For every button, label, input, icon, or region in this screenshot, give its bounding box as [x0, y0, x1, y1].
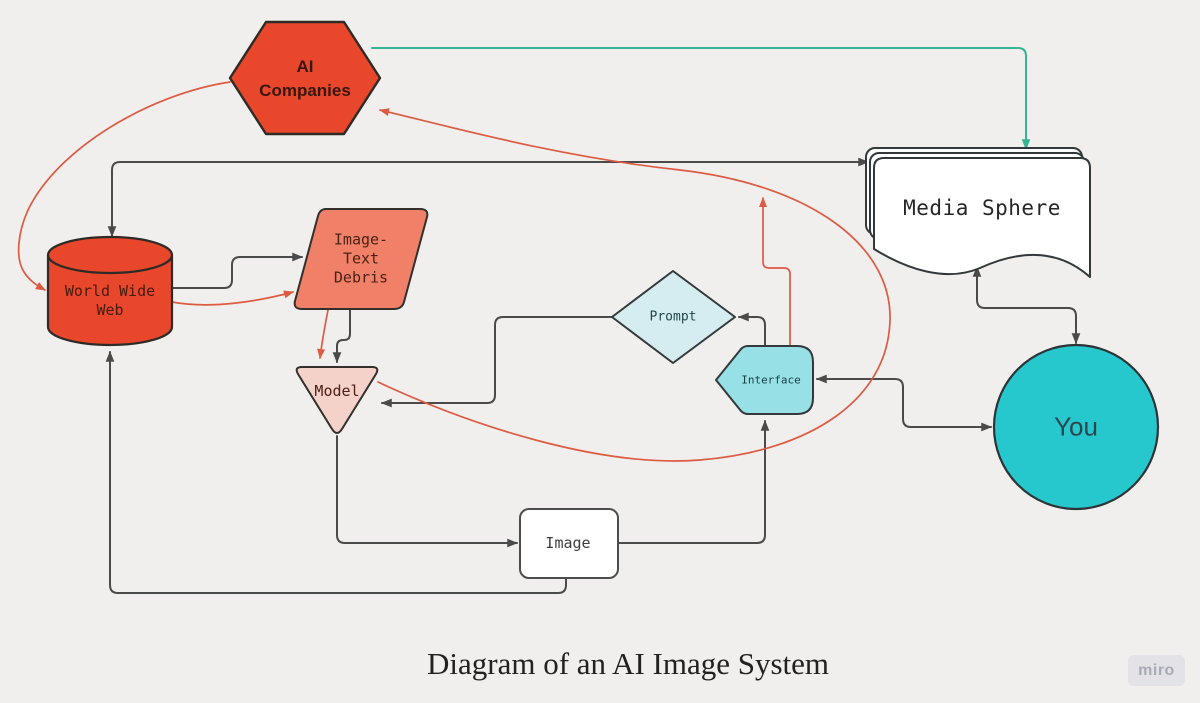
edge-media-sphere-you[interactable]: [972, 265, 1081, 345]
edge-www-debris-dark[interactable]: [172, 252, 304, 289]
node-ai-companies[interactable]: [228, 20, 382, 136]
interface-label[interactable]: Interface: [741, 373, 801, 387]
node-interface[interactable]: [715, 345, 814, 415]
www-cylinder-body: [46, 255, 174, 347]
edge-prompt-model[interactable]: [380, 316, 612, 408]
edge-www-debris-red[interactable]: [171, 290, 294, 306]
image-text-debris-label[interactable]: Image- Text Debris: [333, 230, 389, 287]
edge-debris-model-red[interactable]: [317, 309, 329, 359]
you-label[interactable]: You: [1054, 411, 1098, 442]
node-prompt[interactable]: [611, 270, 736, 364]
connector-layer: [17, 47, 1081, 594]
prompt-label[interactable]: Prompt: [649, 309, 697, 325]
edge-ai-companies-media-sphere[interactable]: [371, 47, 1031, 151]
board-title[interactable]: Diagram of an AI Image System: [426, 646, 830, 681]
node-image[interactable]: [519, 508, 619, 579]
node-you[interactable]: [992, 343, 1160, 511]
edge-interface-to-red-loop[interactable]: [759, 197, 791, 346]
edge-model-ai-companies[interactable]: [377, 108, 891, 462]
node-media-sphere[interactable]: [865, 147, 1091, 278]
edge-image-interface[interactable]: [618, 419, 770, 544]
edge-debris-model-dark[interactable]: [332, 309, 351, 364]
ai-companies-label[interactable]: AI Companies: [259, 57, 351, 100]
media-sphere-label[interactable]: Media Sphere: [903, 196, 1061, 220]
world-wide-web-label[interactable]: World Wide Web: [64, 282, 156, 319]
node-image-text-debris[interactable]: [293, 208, 429, 310]
edge-image-www[interactable]: [105, 350, 567, 594]
node-model[interactable]: [295, 366, 379, 434]
node-layer: [46, 20, 1160, 579]
red-connectors: [17, 81, 891, 462]
edge-interface-prompt[interactable]: [737, 312, 766, 346]
miro-watermark-label: miro: [1138, 661, 1175, 679]
dark-connectors: [105, 157, 1081, 594]
edge-model-image[interactable]: [336, 435, 519, 548]
image-label[interactable]: Image: [545, 534, 591, 552]
model-label[interactable]: Model: [314, 382, 360, 400]
edge-ai-companies-www[interactable]: [17, 81, 231, 291]
www-cylinder-top: [46, 235, 174, 275]
miro-watermark[interactable]: miro: [1128, 655, 1185, 686]
edge-www-media-sphere[interactable]: [107, 157, 870, 238]
media-sphere-front-sheet: [873, 157, 1091, 278]
node-world-wide-web[interactable]: [46, 235, 174, 347]
edge-interface-you[interactable]: [815, 374, 993, 432]
